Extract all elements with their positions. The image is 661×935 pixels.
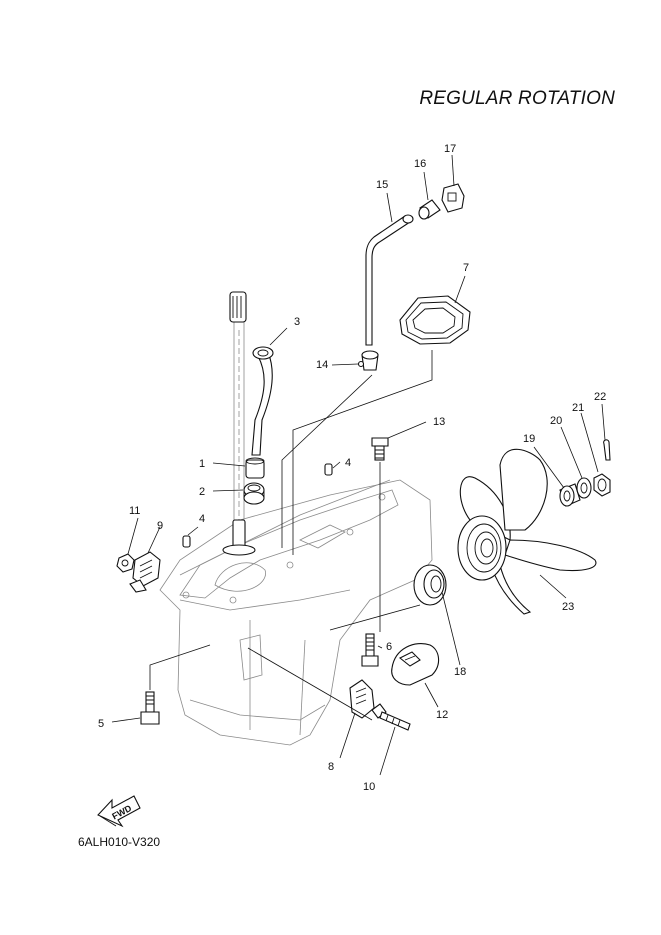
callout-7: 7	[463, 262, 469, 274]
part-14-joint	[357, 350, 379, 371]
part-7-gasket	[399, 295, 471, 345]
fwd-arrow-icon: FWD	[97, 795, 141, 828]
part-5-bolt	[140, 691, 160, 725]
callout-21: 21	[572, 402, 584, 414]
part-8-anode	[349, 679, 375, 719]
part-3-water-tube	[251, 346, 274, 456]
part-19-spacer	[559, 483, 581, 507]
pump-base	[222, 519, 256, 556]
callout-9: 9	[157, 520, 163, 532]
callout-4-right: 4	[345, 457, 351, 469]
callout-16: 16	[414, 158, 426, 170]
part-11-nut	[116, 553, 135, 573]
part-23-propeller	[457, 448, 597, 615]
callout-8: 8	[328, 761, 334, 773]
part-22-cotter-pin	[603, 439, 611, 461]
callout-12: 12	[436, 709, 448, 721]
callout-6: 6	[386, 641, 392, 653]
callout-1: 1	[199, 458, 205, 470]
part-16-sleeve	[418, 199, 441, 220]
callout-17: 17	[444, 143, 456, 155]
part-4-dowel-pin-left	[182, 535, 191, 548]
part-18-thrust-washer	[413, 564, 447, 606]
part-9-anode	[129, 551, 161, 593]
callout-11: 11	[129, 505, 140, 517]
callout-5: 5	[98, 718, 104, 730]
callout-4-left: 4	[199, 513, 205, 525]
part-6-bolt	[361, 633, 379, 667]
callout-19: 19	[523, 433, 535, 445]
part-10-screw	[371, 703, 411, 731]
callout-labels: 1 2 3 4 4 5 6 7 8 9 10 11 12 13 14 15 16…	[98, 143, 606, 793]
diagram-code: 6ALH010-V320	[78, 835, 161, 849]
callout-13: 13	[433, 416, 445, 428]
part-15-tube	[365, 214, 414, 346]
callout-20: 20	[550, 415, 562, 427]
assembly-guide-lines	[149, 350, 433, 721]
callout-14: 14	[316, 359, 328, 371]
callout-2: 2	[199, 486, 205, 498]
leader-lines	[111, 154, 606, 776]
upper-plate	[179, 489, 399, 604]
part-17-clip	[441, 183, 465, 213]
part-4-dowel-pin-right	[324, 463, 333, 476]
callout-22: 22	[594, 391, 606, 403]
part-20-washer	[576, 477, 592, 499]
part-12-trim-tab	[391, 643, 440, 686]
part-1-grommet	[245, 457, 265, 479]
callout-3: 3	[294, 316, 300, 328]
part-13-bolt	[371, 437, 389, 461]
part-21-nut	[593, 473, 611, 497]
callout-10: 10	[363, 781, 375, 793]
callout-15: 15	[376, 179, 388, 191]
callout-23: 23	[562, 601, 574, 613]
diagram-title: REGULAR ROTATION	[419, 88, 615, 109]
part-2-seal	[243, 482, 265, 505]
callout-18: 18	[454, 666, 466, 678]
drive-shaft	[229, 291, 247, 525]
